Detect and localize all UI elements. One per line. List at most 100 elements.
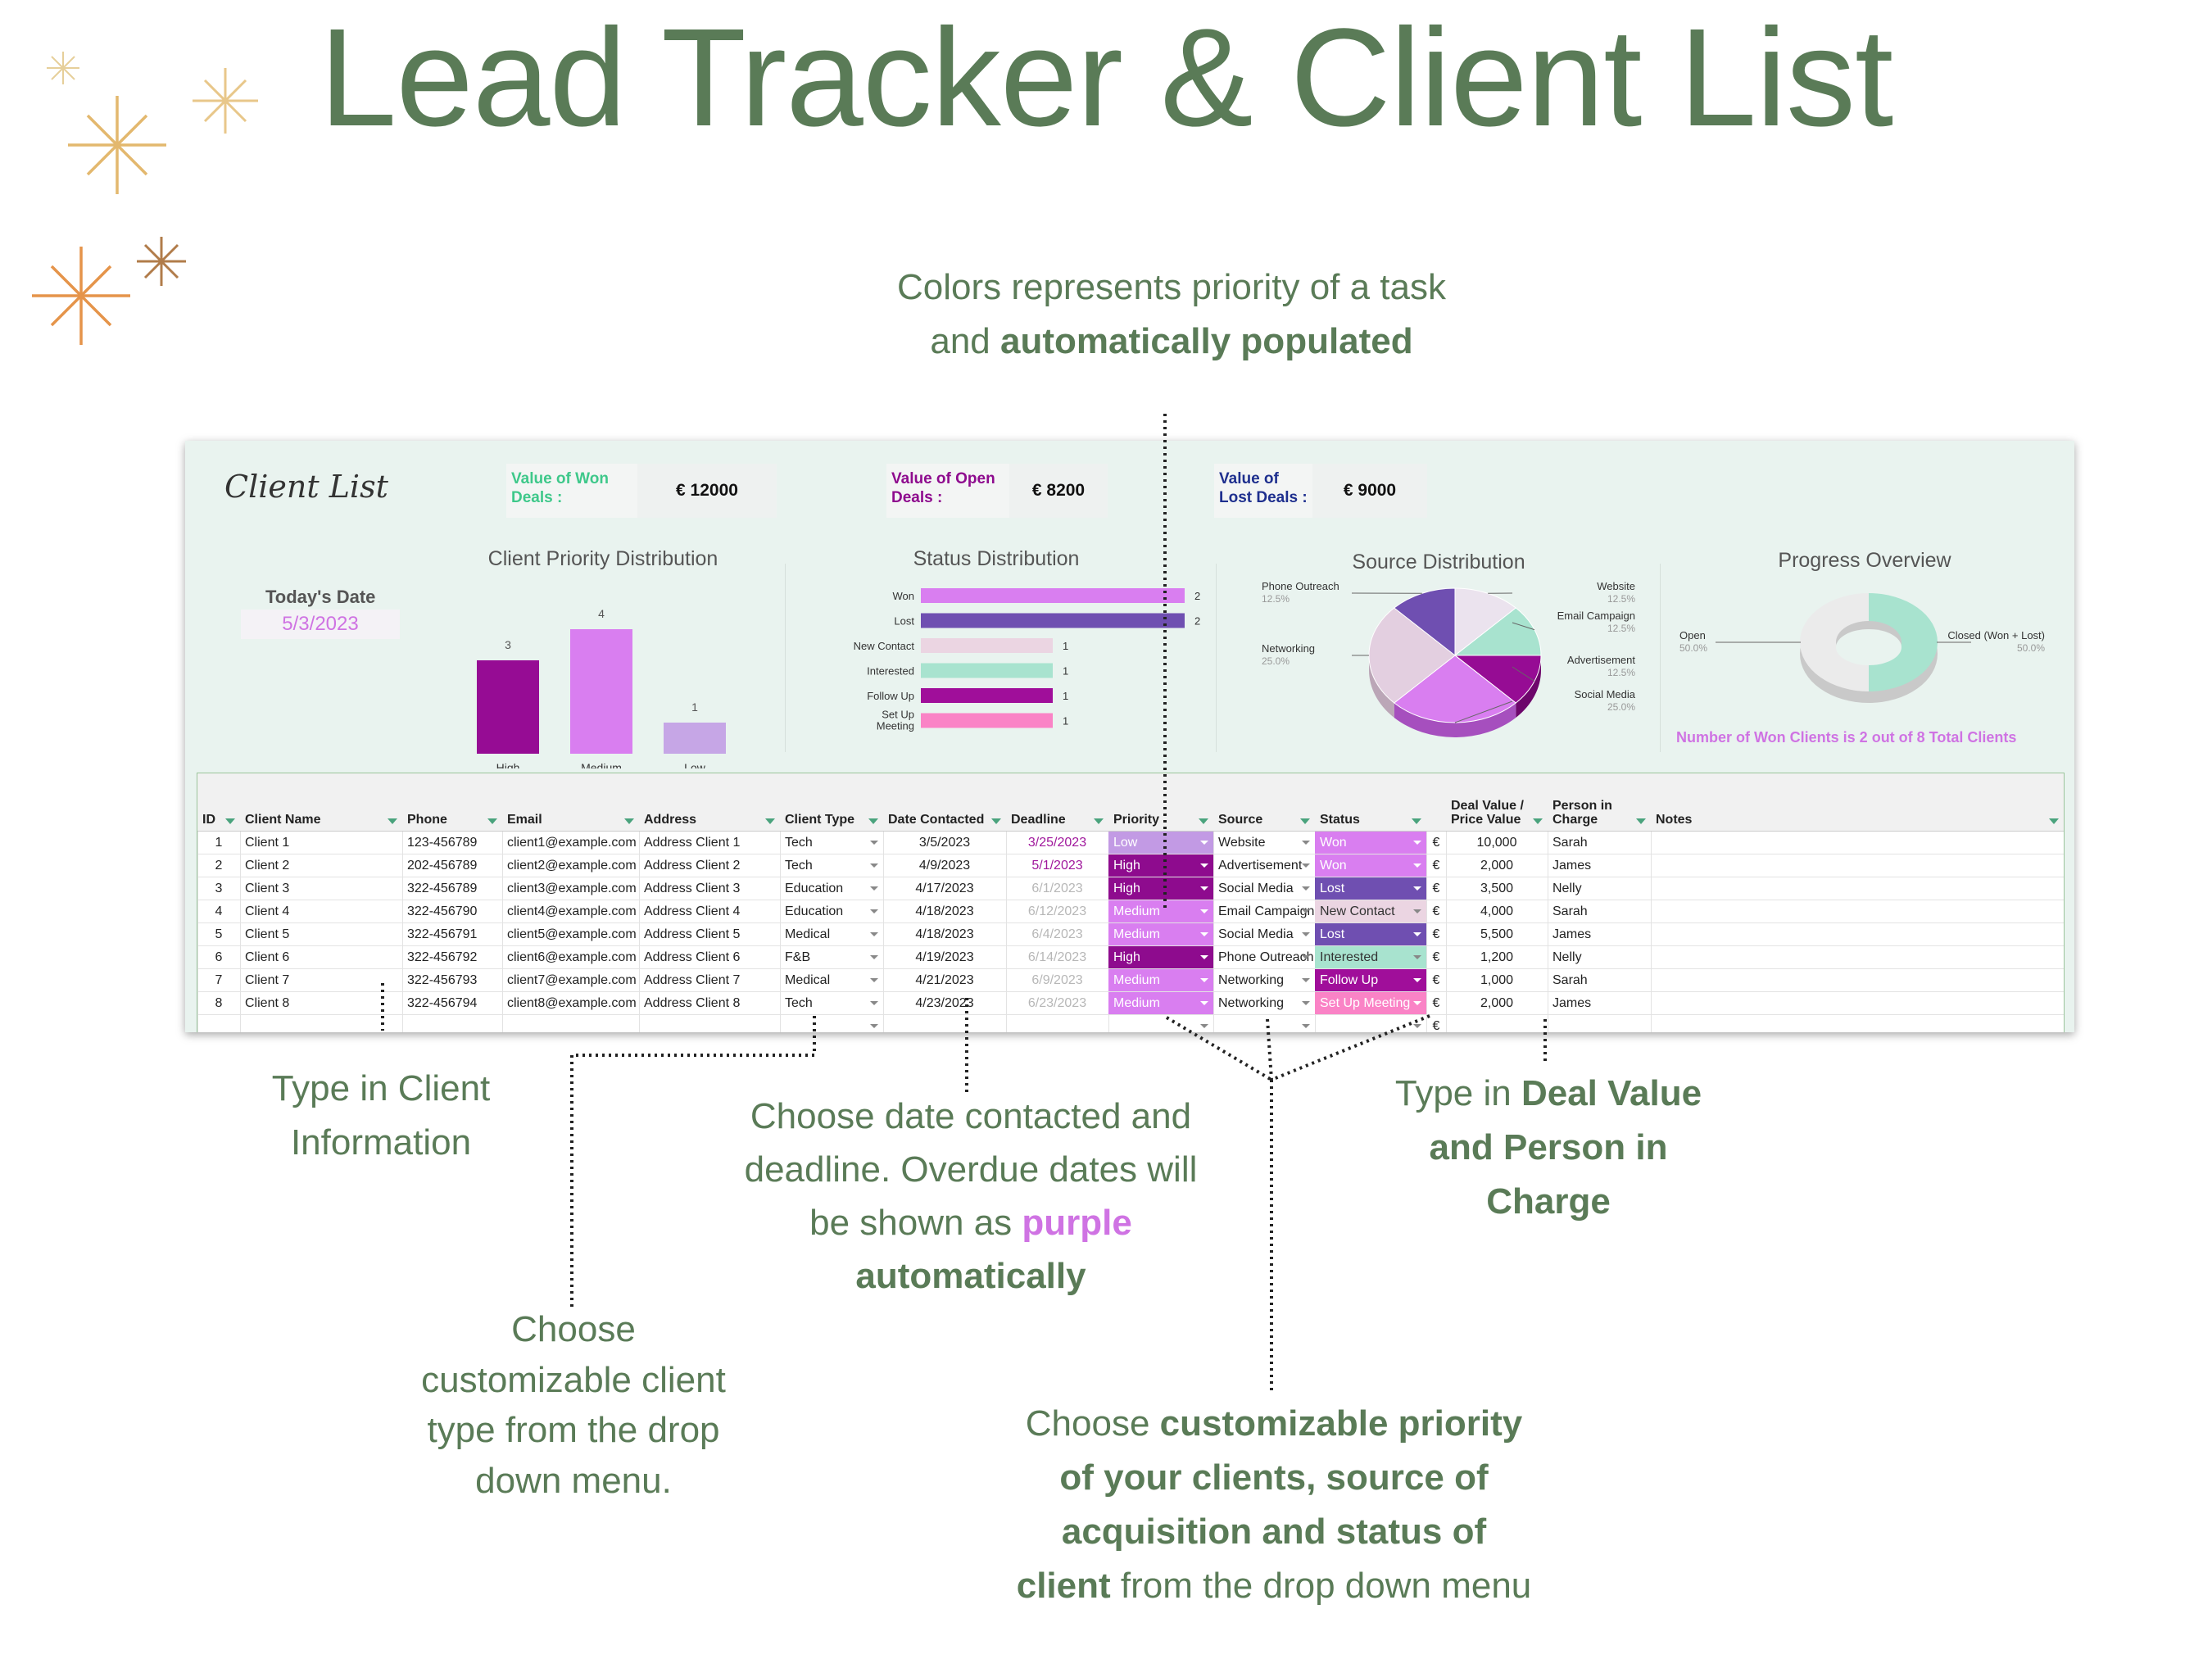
column-header[interactable]: Client Name	[245, 813, 321, 827]
cell-name[interactable]: Client 2	[240, 854, 402, 877]
cell-person[interactable]: Sarah	[1548, 832, 1651, 854]
cell-value[interactable]: 1,000	[1446, 969, 1548, 991]
cell-address[interactable]: Address Client 2	[639, 854, 780, 877]
cell-person[interactable]: Sarah	[1548, 969, 1651, 991]
cell-name[interactable]: Client 3	[240, 877, 402, 900]
cell-notes[interactable]	[1651, 854, 2064, 877]
dropdown-arrow-icon[interactable]	[1200, 1024, 1208, 1028]
cell-email[interactable]: client4@example.com	[502, 900, 639, 922]
dropdown-arrow-icon[interactable]	[1413, 1001, 1421, 1005]
dropdown-arrow-icon[interactable]	[1302, 863, 1310, 868]
cell-notes[interactable]	[1651, 992, 2064, 1014]
filter-icon[interactable]	[1412, 818, 1421, 824]
column-header[interactable]: Person in Charge	[1552, 798, 1612, 827]
cell-priority[interactable]: Medium	[1108, 900, 1213, 922]
cell-name[interactable]: Client 4	[240, 900, 402, 922]
dropdown-arrow-icon[interactable]	[1302, 841, 1310, 845]
dropdown-arrow-icon[interactable]	[1413, 1024, 1421, 1028]
dropdown-arrow-icon[interactable]	[1302, 955, 1310, 959]
cell-notes[interactable]	[1651, 946, 2064, 968]
dropdown-arrow-icon[interactable]	[870, 863, 878, 868]
column-header[interactable]: Deal Value / Price Value	[1451, 798, 1524, 827]
cell-address[interactable]: Address Client 4	[639, 900, 780, 922]
cell-address[interactable]: Address Client 1	[639, 832, 780, 854]
cell-email[interactable]: client7@example.com	[502, 969, 639, 991]
cell-phone[interactable]: 322-456791	[402, 923, 502, 945]
cell-status[interactable]: Follow Up	[1315, 969, 1426, 991]
cell-phone[interactable]: 202-456789	[402, 854, 502, 877]
cell-cur[interactable]: €	[1426, 854, 1446, 877]
cell-id[interactable]: 8	[197, 992, 240, 1014]
cell-priority[interactable]: High	[1108, 946, 1213, 968]
cell-contacted[interactable]: 4/17/2023	[883, 877, 1006, 900]
cell-id[interactable]: 7	[197, 969, 240, 991]
dropdown-arrow-icon[interactable]	[1200, 955, 1208, 959]
cell-notes[interactable]	[1651, 877, 2064, 900]
cell-contacted[interactable]: 4/9/2023	[883, 854, 1006, 877]
dropdown-arrow-icon[interactable]	[1302, 932, 1310, 936]
cell-value[interactable]: 5,500	[1446, 923, 1548, 945]
cell-status[interactable]: Interested	[1315, 946, 1426, 968]
cell-notes[interactable]	[1651, 832, 2064, 854]
cell-cur[interactable]: €	[1426, 946, 1446, 968]
cell-id[interactable]: 5	[197, 923, 240, 945]
cell-type[interactable]: Tech	[780, 992, 883, 1014]
cell-name[interactable]: Client 1	[240, 832, 402, 854]
filter-icon[interactable]	[1533, 818, 1543, 824]
cell-status[interactable]: Lost	[1315, 877, 1426, 900]
cell-contacted[interactable]: 4/19/2023	[883, 946, 1006, 968]
cell-contacted[interactable]: 3/5/2023	[883, 832, 1006, 854]
cell-phone[interactable]: 322-456792	[402, 946, 502, 968]
dropdown-arrow-icon[interactable]	[870, 978, 878, 982]
cell-person[interactable]: James	[1548, 923, 1651, 945]
cell-contacted[interactable]: 4/21/2023	[883, 969, 1006, 991]
filter-icon[interactable]	[765, 818, 775, 824]
cell-status[interactable]: Set Up Meeting	[1315, 992, 1426, 1014]
cell-deadline[interactable]: 6/23/2023	[1006, 992, 1108, 1014]
cell-address[interactable]: Address Client 5	[639, 923, 780, 945]
cell-status[interactable]: Won	[1315, 854, 1426, 877]
cell-type[interactable]: Education	[780, 900, 883, 922]
cell-id[interactable]: 1	[197, 832, 240, 854]
cell-phone[interactable]: 322-456789	[402, 877, 502, 900]
cell-priority[interactable]: High	[1108, 854, 1213, 877]
cell-priority[interactable]: High	[1108, 877, 1213, 900]
dropdown-arrow-icon[interactable]	[1200, 909, 1208, 913]
cell-status[interactable]: Lost	[1315, 923, 1426, 945]
dropdown-arrow-icon[interactable]	[1200, 1001, 1208, 1005]
cell-source[interactable]: Advertisement	[1213, 854, 1315, 877]
cell-email[interactable]	[502, 1015, 639, 1032]
cell-deadline[interactable]: 3/25/2023	[1006, 832, 1108, 854]
cell-status[interactable]: New Contact	[1315, 900, 1426, 922]
cell-source[interactable]: Website	[1213, 832, 1315, 854]
cell-person[interactable]: Nelly	[1548, 946, 1651, 968]
column-header[interactable]: Phone	[407, 813, 447, 827]
dropdown-arrow-icon[interactable]	[870, 1001, 878, 1005]
cell-source[interactable]: Networking	[1213, 992, 1315, 1014]
cell-phone[interactable]: 322-456794	[402, 992, 502, 1014]
dropdown-arrow-icon[interactable]	[1302, 978, 1310, 982]
dropdown-arrow-icon[interactable]	[1200, 978, 1208, 982]
column-header[interactable]: Email	[507, 813, 542, 827]
cell-cur[interactable]: €	[1426, 1015, 1446, 1032]
cell-cur[interactable]: €	[1426, 900, 1446, 922]
cell-person[interactable]: James	[1548, 854, 1651, 877]
cell-address[interactable]: Address Client 7	[639, 969, 780, 991]
cell-value[interactable]: 4,000	[1446, 900, 1548, 922]
cell-value[interactable]: 1,200	[1446, 946, 1548, 968]
cell-email[interactable]: client2@example.com	[502, 854, 639, 877]
filter-icon[interactable]	[487, 818, 497, 824]
cell-address[interactable]: Address Client 8	[639, 992, 780, 1014]
column-header[interactable]: Status	[1320, 813, 1360, 827]
filter-icon[interactable]	[1199, 818, 1208, 824]
cell-name[interactable]: Client 7	[240, 969, 402, 991]
cell-type[interactable]: Tech	[780, 854, 883, 877]
filter-icon[interactable]	[868, 818, 878, 824]
cell-deadline[interactable]: 6/1/2023	[1006, 877, 1108, 900]
cell-cur[interactable]: €	[1426, 877, 1446, 900]
cell-deadline[interactable]: 6/14/2023	[1006, 946, 1108, 968]
cell-email[interactable]: client5@example.com	[502, 923, 639, 945]
dropdown-arrow-icon[interactable]	[1200, 932, 1208, 936]
cell-person[interactable]	[1548, 1015, 1651, 1032]
cell-contacted[interactable]: 4/18/2023	[883, 923, 1006, 945]
